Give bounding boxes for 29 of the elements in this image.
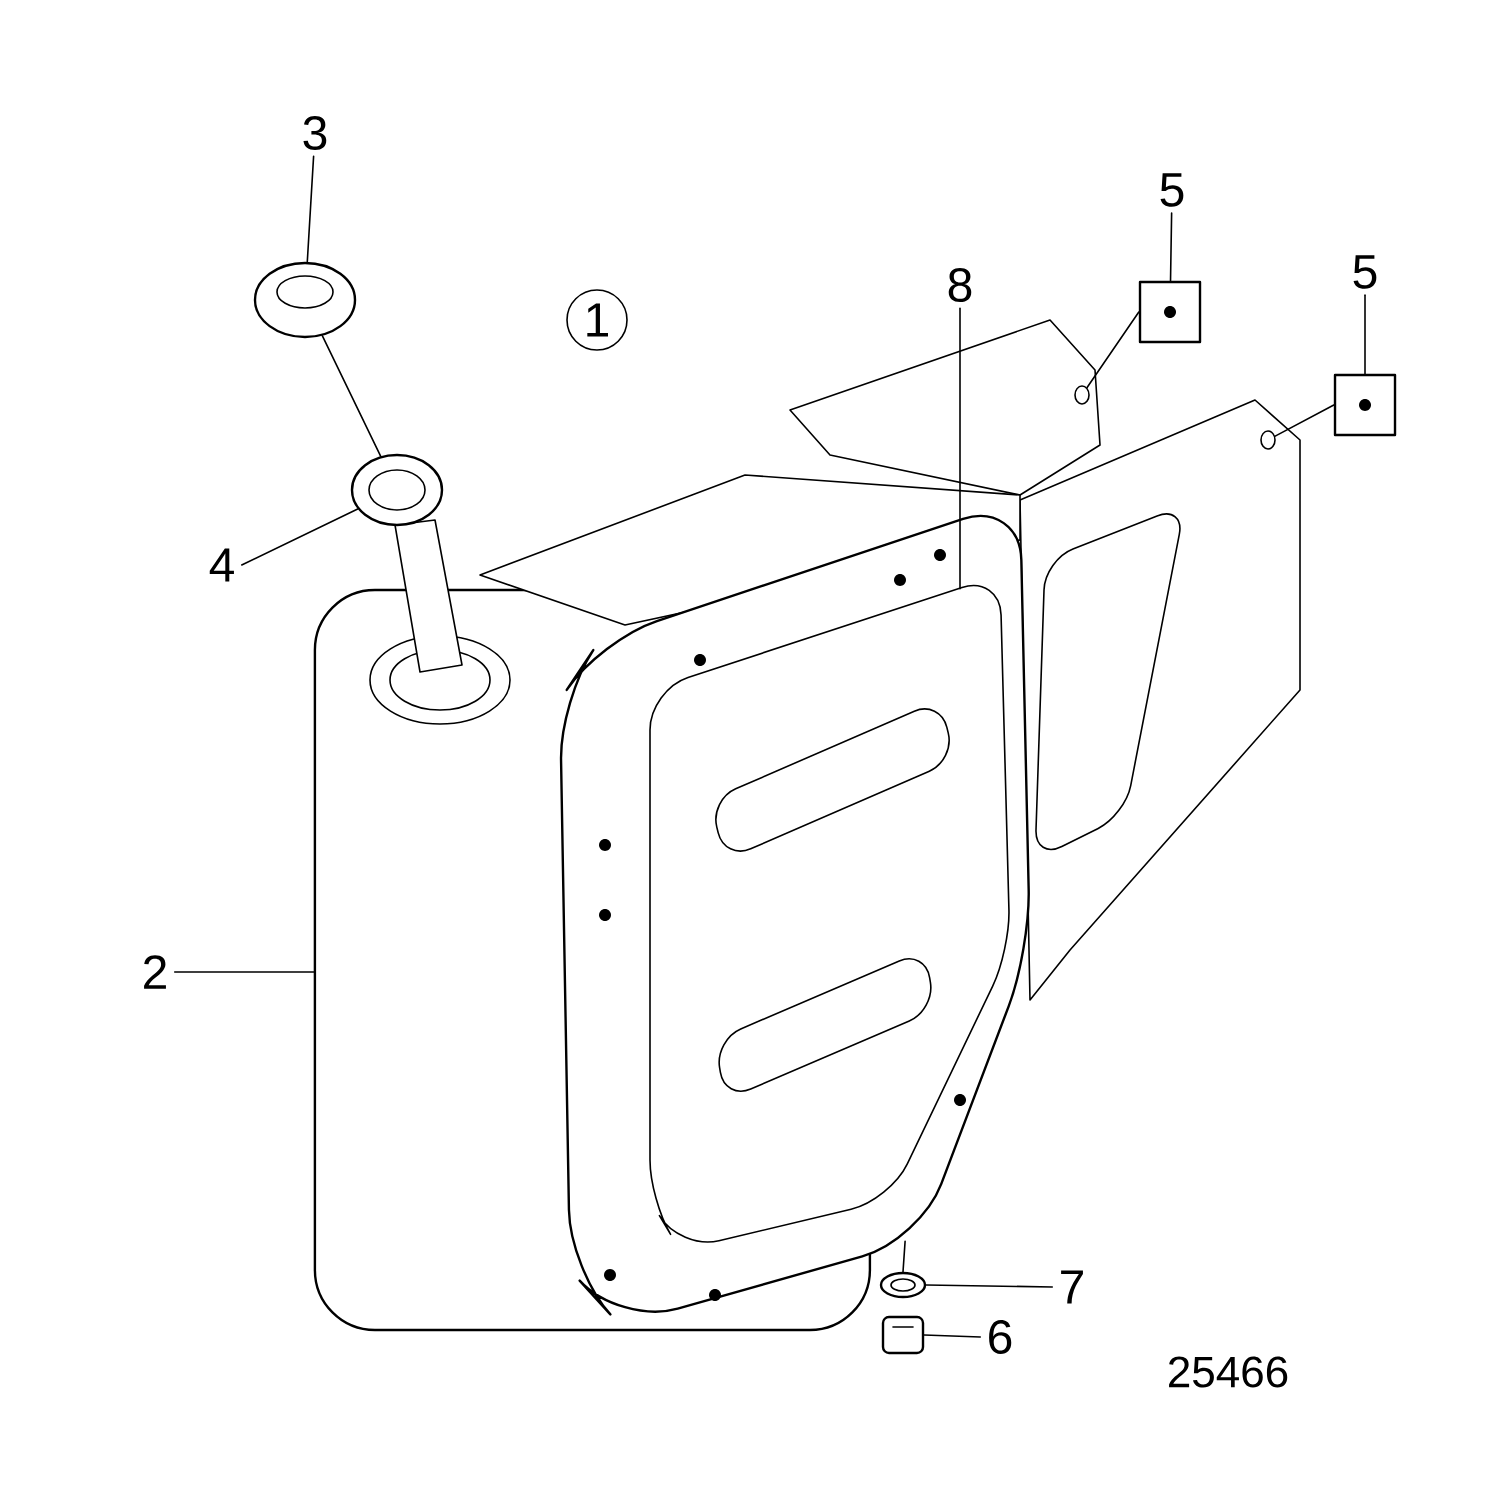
leader-line [306, 155, 315, 263]
leader-line [173, 971, 315, 973]
leader-line [240, 508, 359, 566]
leader-line [1364, 294, 1366, 375]
drain-plug-drawing [881, 1315, 925, 1355]
drawing-number: 25466 [1169, 1356, 1288, 1388]
assembly-line [1274, 404, 1335, 437]
rubber-pad-drawing [1333, 373, 1397, 437]
filler-neck-drawing [350, 453, 463, 673]
leader-line [1169, 212, 1173, 282]
callout-number: 5 [1160, 173, 1184, 207]
assembly-line [1086, 311, 1140, 389]
callout-number: 6 [989, 1320, 1012, 1354]
callout-number: 4 [209, 548, 234, 582]
leader-line [925, 1284, 1054, 1288]
circled-callout-number: 1 [566, 289, 628, 351]
leader-line [923, 1334, 982, 1338]
mounting-frame-drawing [789, 319, 1101, 496]
filler-cap-drawing [253, 261, 357, 339]
assembly-line [321, 335, 382, 457]
rubber-pad-drawing [1138, 280, 1202, 344]
callout-number: 5 [1353, 255, 1377, 289]
sealing-washer-drawing [879, 1271, 927, 1299]
callout-number: 7 [1061, 1270, 1083, 1304]
callout-number: 3 [303, 116, 327, 150]
callout-number: 2 [144, 955, 166, 989]
callout-number: 8 [948, 268, 972, 302]
leader-line [959, 307, 961, 590]
assembly-line [902, 1240, 906, 1273]
